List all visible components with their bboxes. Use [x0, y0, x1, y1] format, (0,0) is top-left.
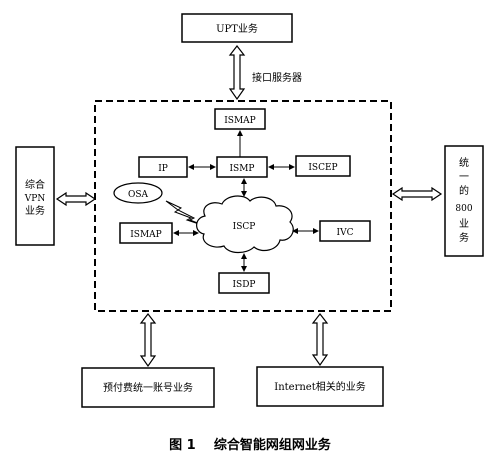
prepaid-connection-arrow — [139, 313, 157, 368]
vpn-service-node: 综合 VPN 业务 — [15, 146, 55, 246]
interface-server-label: 接口服务器 — [252, 71, 302, 84]
vpn-label-line1: 综合 — [25, 178, 45, 191]
internet-label: Internet相关的业务 — [274, 380, 365, 393]
ismp-node: ISMP — [216, 156, 268, 178]
osa-label: OSA — [128, 190, 149, 200]
vpn-label-line2: VPN — [24, 194, 46, 204]
upt-connection-arrow — [228, 45, 246, 101]
vpn-connection-arrow — [55, 191, 97, 207]
ismp-label: ISMP — [230, 164, 255, 174]
ismap-top-label: ISMAP — [224, 116, 256, 126]
ivc-label: IVC — [337, 228, 354, 238]
prepaid-label: 预付费统一账号业务 — [103, 381, 193, 394]
upt-service-node: UPT业务 — [181, 13, 293, 43]
ip-node: IP — [138, 156, 188, 178]
u800-line5: 业 — [459, 218, 469, 230]
u800-line3: 的 — [459, 184, 469, 197]
unified-800-service-node: 统 一 的 800 业 务 — [444, 145, 484, 257]
figure-caption: 图 1 综合智能网组网业务 — [169, 437, 332, 453]
u800-line1: 统 — [459, 156, 469, 169]
network-boundary — [94, 100, 392, 312]
isdp-node: ISDP — [218, 272, 270, 294]
iscp-label: ISCP — [233, 222, 256, 232]
u800-line4: 800 — [455, 204, 472, 214]
u800-line2: 一 — [459, 172, 469, 183]
internet-connection-arrow — [311, 313, 329, 367]
ivc-node: IVC — [319, 220, 371, 242]
u800-line6: 务 — [459, 231, 469, 244]
upt-service-label: UPT业务 — [216, 22, 258, 35]
isdp-label: ISDP — [233, 280, 256, 290]
iscep-node: ISCEP — [295, 155, 351, 177]
iscp-cloud-node — [196, 195, 294, 254]
ismap-left-node: ISMAP — [119, 222, 173, 244]
ismap-left-label: ISMAP — [130, 230, 162, 240]
ismap-top-node: ISMAP — [214, 108, 266, 130]
iscep-label: ISCEP — [308, 163, 337, 173]
prepaid-service-node: 预付费统一账号业务 — [81, 367, 215, 408]
vpn-label-line3: 业务 — [25, 204, 45, 217]
u800-connection-arrow — [391, 186, 443, 202]
internet-service-node: Internet相关的业务 — [256, 366, 384, 407]
ip-label: IP — [158, 164, 168, 174]
osa-node: OSA — [113, 182, 163, 204]
